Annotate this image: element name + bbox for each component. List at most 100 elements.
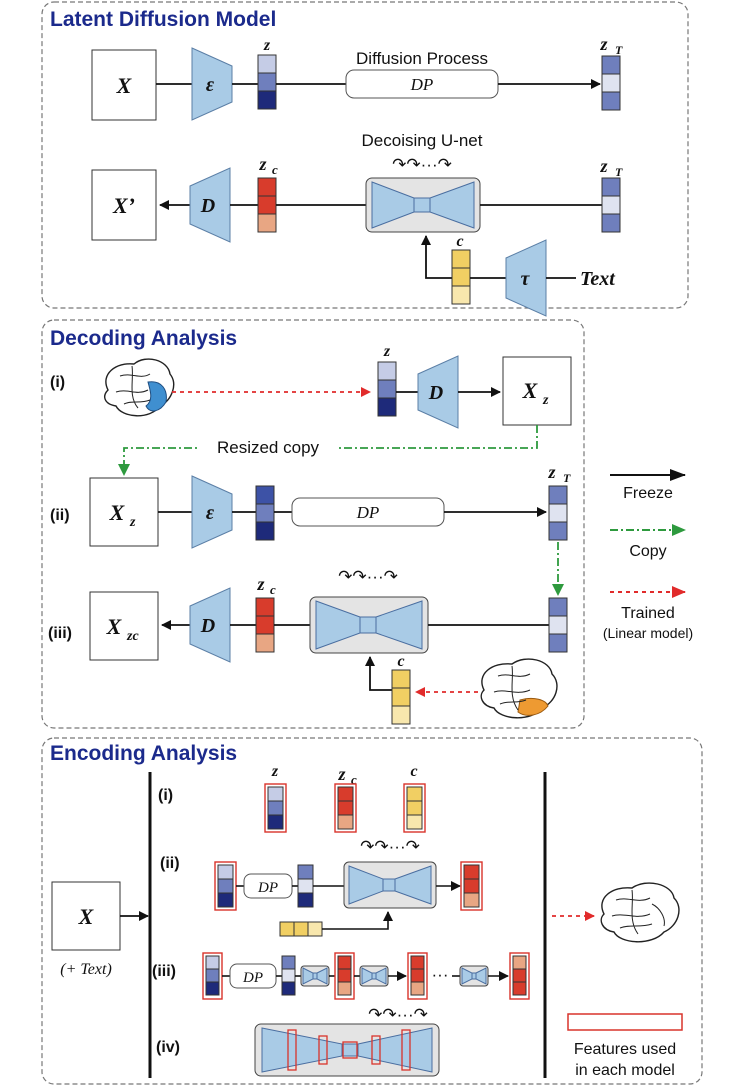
encoding-section: Encoding Analysis X (+ Text) (i) z z c c [41,737,703,1085]
decoding-latent-zc [255,597,275,653]
ldm-output-box [91,169,157,241]
ldm-z-label: z [263,37,271,54]
legend: Freeze Copy Trained (Linear model) [603,469,693,641]
decoding-xz2-box [89,477,159,547]
decoding-decoder-block [417,355,459,429]
decoding-latent-zT-2 [548,597,568,653]
encoding-input-sub: (+ Text) [60,961,112,978]
encoding-ii-dp-label: DP [257,880,278,896]
encoding-input-label: X [78,904,95,929]
ldm-unet-block [365,177,481,233]
encoding-input-box [51,881,121,951]
encoding-zc-sub: c [351,772,357,787]
decoding-latent-zT [548,485,568,541]
ldm-decoder-block [189,167,231,243]
ldm-unet-label: Decoising U-net [362,131,483,150]
encoding-row-iv: (iv) [156,1039,180,1056]
ldm-c-label: c [456,233,463,250]
encoding-ii-loops: ↷↷···↷ [360,837,420,856]
decoding-z-label: z [383,343,391,360]
decoding-dp-label: DP [356,503,380,522]
decoding-latent-z [377,361,397,417]
ldm-tau-block [505,239,547,317]
decoding-latent-c [391,669,411,725]
ldm-diffusion-process-label: Diffusion Process [356,49,488,68]
ldm-zT-sub: T [615,43,623,57]
decoding-xz-label: X [522,378,539,403]
encoding-feature-c [403,783,426,833]
features-legend-line1: Features used [574,1041,676,1058]
ldm-latent-z [257,54,277,110]
encoding-row-iii: (iii) [152,963,176,980]
encoding-iii-zc-feature-2 [407,952,428,1000]
encoding-iv-loops: ↷↷···↷ [368,1005,428,1024]
decoding-zT-sub: T [563,471,571,485]
ldm-input-box [91,49,157,121]
ldm-encoder-label: ε [206,74,215,96]
decoding-xz2-sub: z [129,515,136,530]
decoding-row-ii: (ii) [50,507,70,524]
decoding-section: Decoding Analysis (i) z D X z Resized co… [41,319,585,729]
decoding-row-iii: (iii) [48,625,72,642]
brain-icon-3 [600,882,680,943]
ldm-zc-sub: c [272,162,278,177]
ldm-zT2-label: z [599,156,607,176]
decoding-decoder-label: D [428,382,443,404]
brain-icon-2 [480,658,558,719]
encoding-ii-z-feature [214,861,237,911]
ldm-unet-loops: ↷↷···↷ [392,155,452,174]
decoding-xz-box [502,356,572,426]
encoding-iii-unet-1 [300,965,330,987]
decoding-title: Decoding Analysis [50,327,237,350]
ldm-section: Latent Diffusion Model X ε z Diffusion P… [41,1,689,317]
ldm-latent-zT [601,55,621,111]
decoding-decoder2-block [189,587,231,663]
ldm-text-label: Text [580,268,616,290]
decoding-c-label: c [397,653,404,670]
legend-freeze-label: Freeze [623,485,673,502]
encoding-iii-z-feature [202,952,223,1000]
encoding-title: Encoding Analysis [50,742,237,765]
encoding-iii-zc-feature-1 [334,952,355,1000]
encoding-ii-c [279,921,323,937]
encoding-iii-dp-label: DP [242,970,263,986]
encoding-iii-unet-3 [459,965,489,987]
decoding-xzc-sub: zc [126,629,139,644]
encoding-iii-ellipsis: ··· [432,965,449,984]
ldm-latent-c [451,249,471,305]
decoding-zc-label: z [256,574,264,594]
decoding-zT-label: z [547,462,555,482]
legend-trained-label: Trained [621,605,675,622]
legend-trained-sub: (Linear model) [603,625,693,641]
encoding-feature-zc [334,783,357,833]
brain-icon [104,358,175,417]
decoding-latent-z2 [255,485,275,541]
decoding-xzc-label: X [106,614,123,639]
features-legend-line2: in each model [575,1062,675,1079]
ldm-title: Latent Diffusion Model [50,8,276,31]
encoding-feature-z [264,783,287,833]
encoding-iv-unet [254,1023,440,1077]
encoding-zc-label: z [337,764,345,784]
ldm-zT2-sub: T [615,165,623,179]
ldm-dp-label: DP [410,75,434,94]
encoding-row-i: (i) [158,787,173,804]
decoding-unet-block [309,596,429,654]
ldm-encoder-block [191,47,233,121]
decoding-zc-sub: c [270,582,276,597]
ldm-tau-label: τ [521,268,531,290]
encoding-c-label: c [410,763,417,780]
decoding-xzc-box [89,591,159,661]
decoding-xz2-label: X [109,500,126,525]
encoding-iii-zT [281,955,296,996]
ldm-zT-label: z [599,34,607,54]
decoding-decoder2-label: D [200,615,215,637]
decoding-xz-sub: z [542,393,549,408]
encoding-ii-unet [343,861,437,909]
legend-copy-label: Copy [629,543,666,560]
decoding-row-i: (i) [50,374,65,391]
encoding-iii-unet-2 [359,965,389,987]
decoding-encoder-label: ε [206,502,215,524]
encoding-ii-zT [297,864,314,908]
